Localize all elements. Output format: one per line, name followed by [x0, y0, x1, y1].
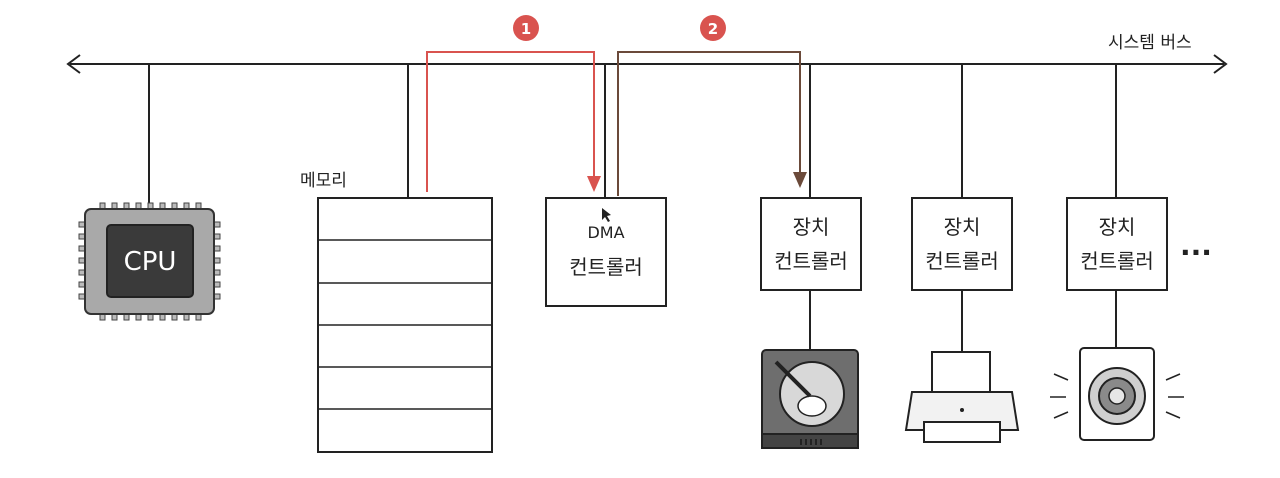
memory-cells [318, 239, 492, 410]
device-label-line1: 장치 [1099, 215, 1136, 239]
hard-disk-icon [761, 349, 859, 449]
device-box [1066, 197, 1168, 291]
more-devices-ellipsis: ··· [1180, 236, 1212, 269]
device-controller-1: 장치 컨트롤러 [760, 64, 862, 449]
device-label-line2: 컨트롤러 [774, 249, 848, 273]
system-bus: 시스템 버스 [66, 33, 1228, 74]
printer-icon [904, 351, 1020, 443]
cpu: CPU [78, 64, 221, 321]
bus-label: 시스템 버스 [1108, 33, 1192, 53]
cpu-label: CPU [124, 247, 177, 277]
arrow-down-icon [793, 172, 807, 188]
step-number-1: 1 [521, 20, 531, 38]
bus-arrow-left-icon [66, 54, 81, 74]
device-box [911, 197, 1013, 291]
dma-label-line2: 컨트롤러 [569, 255, 643, 279]
device-controller-3: 장치 컨트롤러 [1050, 64, 1184, 441]
memory: 메모리 [300, 64, 493, 453]
step-number-2: 2 [708, 20, 718, 38]
step-badge-2 [700, 15, 726, 41]
mouse-cursor-icon [602, 208, 611, 222]
cpu-chip-icon: CPU [78, 202, 221, 321]
transfer-path-1: 1 [426, 15, 601, 192]
device-label-line2: 컨트롤러 [925, 249, 999, 273]
device-label-line1: 장치 [944, 215, 981, 239]
memory-label: 메모리 [300, 171, 347, 191]
dma-label-line1: DMA [587, 223, 624, 242]
step-badge-1 [513, 15, 539, 41]
device-label-line2: 컨트롤러 [1080, 249, 1154, 273]
dma-controller: DMA 컨트롤러 [545, 64, 667, 307]
speaker-icon [1050, 347, 1184, 441]
device-box [760, 197, 862, 291]
device-label-line1: 장치 [793, 215, 830, 239]
transfer-path-2: 2 [617, 15, 807, 196]
device-controller-2: 장치 컨트롤러 [904, 64, 1020, 443]
arrow-down-icon [587, 176, 601, 192]
bus-arrow-right-icon [1213, 54, 1228, 74]
